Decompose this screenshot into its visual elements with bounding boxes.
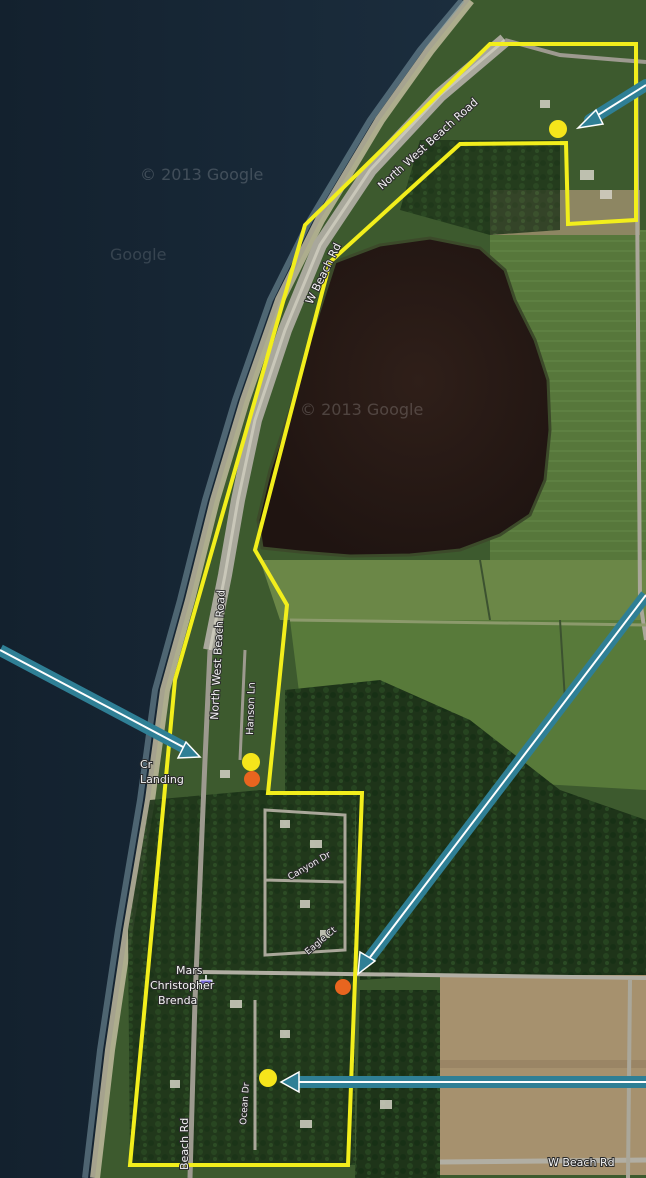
surf-line: [82, 0, 465, 1178]
marker-orange-east[interactable]: [335, 979, 351, 995]
place-label-church-2: Christopher: [150, 979, 215, 992]
marker-yellow-south[interactable]: [259, 1069, 277, 1087]
road-label-hanson: Hanson Ln: [245, 682, 258, 735]
subdivision-loop: [263, 808, 347, 957]
watermark-2: Google: [110, 245, 166, 264]
field-drain: [479, 559, 566, 701]
watermark-1: © 2013 Google: [140, 165, 263, 184]
place-label-church-1: Mars: [176, 964, 203, 977]
road-label-side-3: Ocean Dr: [239, 1082, 252, 1125]
forest-inside: [128, 790, 355, 1165]
place-label-landing-1: Cr: [140, 758, 153, 771]
place-label-landing-2: Landing: [140, 773, 184, 786]
field-se-2: [440, 1060, 646, 1068]
w-beach-rd-bottom: [439, 1157, 646, 1165]
field-mid: [260, 560, 646, 620]
field-track: [289, 618, 646, 627]
coastal-highway-lane: [208, 38, 506, 651]
study-area-boundary[interactable]: [127, 42, 638, 1167]
callout-arrow-east: [357, 591, 646, 976]
callout-arrow-south: [279, 1070, 646, 1094]
north-lane: [504, 38, 646, 64]
callout-arrow-ne: [575, 79, 646, 130]
marker-yellow-mid[interactable]: [242, 753, 260, 771]
marker-orange-mid[interactable]: [244, 771, 260, 787]
cross-road: [199, 970, 646, 980]
marker-yellow-north[interactable]: [549, 120, 567, 138]
nw-beach-road: [187, 649, 213, 1178]
field-se: [440, 975, 646, 1175]
place-label-church-3: Brenda: [158, 994, 197, 1007]
road-label-beach-lower: Beach Rd: [178, 1118, 191, 1170]
lake: [256, 236, 552, 558]
callout-arrow-west: [0, 644, 202, 759]
road-label-w-beach-bottom: W Beach Rd: [548, 1156, 615, 1169]
church-icon: [199, 975, 213, 990]
hanson-lane: [238, 649, 247, 761]
houses: [170, 100, 612, 1128]
field-south: [290, 620, 646, 790]
watermark-3: © 2013 Google: [300, 400, 423, 419]
